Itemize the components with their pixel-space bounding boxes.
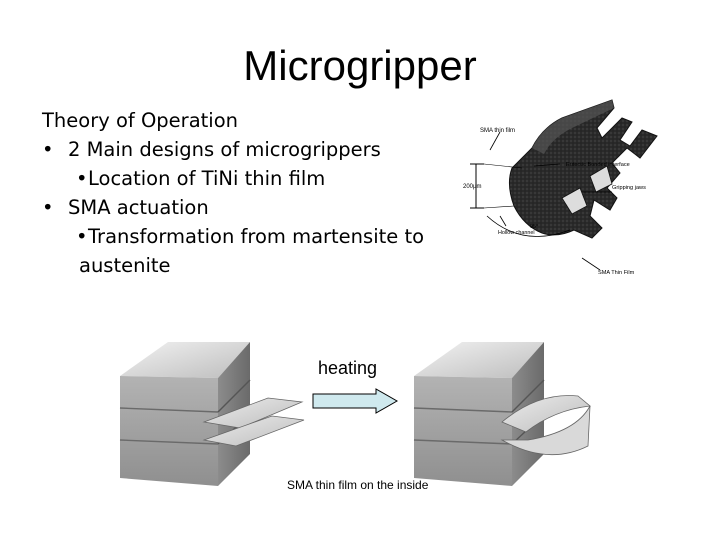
- bullet-marker: •: [42, 196, 54, 219]
- sub-bullet-text: Location of TiNi thin film: [88, 167, 326, 190]
- gripper-top-face: [532, 100, 614, 154]
- figure-caption: SMA thin film on the inside: [287, 478, 429, 492]
- film-bent-lower: [500, 405, 591, 456]
- film-lower: [202, 415, 305, 447]
- sub-bullet-marker: •: [76, 225, 88, 248]
- sub-bullet-item: •Location of TiNi thin film: [76, 164, 462, 193]
- bullet-item: • 2 Main designs of microgrippers: [42, 135, 462, 164]
- sub-bullet-item: •Transformation from martensite to: [76, 222, 462, 251]
- hollow-channel-label: Hollow channel: [498, 230, 535, 236]
- heading-line: Theory of Operation: [42, 109, 238, 132]
- sma-thin-film-top-label: SMA thin film: [480, 128, 515, 134]
- film-upper: [202, 397, 304, 429]
- dimension-label: 200µm: [463, 184, 481, 190]
- block-after: [413, 342, 591, 486]
- sub-bullet-text: Transformation from martensite to: [88, 225, 425, 248]
- bullet-text: SMA actuation: [68, 196, 209, 219]
- gripper-jaws: [561, 165, 613, 215]
- film-bent-upper: [501, 395, 591, 433]
- bullet-item: • SMA actuation: [42, 193, 462, 222]
- gripping-jaws-label: Gripping jaws: [612, 185, 646, 191]
- heating-illustration: [119, 342, 591, 486]
- heating-label: heating: [318, 358, 378, 378]
- sma-thin-film-bottom-label: SMA Thin Film: [598, 270, 635, 276]
- angle-label: 95°: [530, 224, 538, 230]
- microgripper-figure: 200µm SMA thin film Eutectic Bonded inte…: [463, 99, 658, 276]
- block-before: [119, 342, 305, 486]
- sub-bullet-marker: •: [76, 167, 88, 190]
- slide-title: Microgripper: [243, 42, 477, 89]
- heating-arrow: [312, 388, 398, 414]
- eutectic-label: Eutectic Bonded interface: [566, 162, 630, 168]
- bullet-marker: •: [42, 138, 54, 161]
- sub-bullet-continuation: austenite: [79, 254, 171, 277]
- body-text: Theory of Operation • 2 Main designs of m…: [42, 106, 462, 280]
- bullet-text: 2 Main designs of microgrippers: [68, 138, 381, 161]
